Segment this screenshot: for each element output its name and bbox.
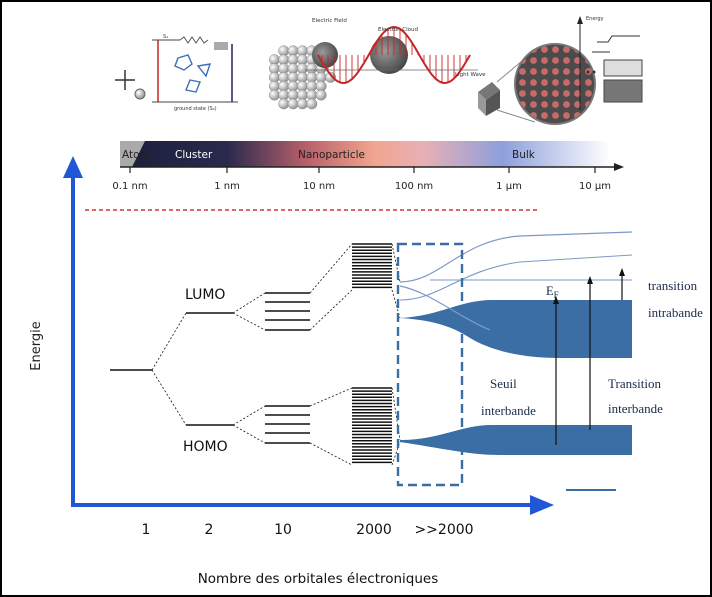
transition-inter-label-2: interbande [608, 401, 663, 416]
scale-tick-label: 0.1 nm [112, 181, 147, 192]
orbital-axis [71, 495, 554, 515]
seuil-label-1: Seuil [490, 376, 517, 391]
valence-band [400, 425, 632, 491]
scale-tick-label: 1 µm [496, 181, 522, 192]
seuil-label-2: interbande [481, 403, 536, 418]
transition-inter-label-1: Transition [608, 376, 661, 391]
transition-intra-label-1: transition [648, 278, 698, 293]
transition-region-frame [396, 242, 464, 487]
scale-tick-label: 10 µm [579, 181, 611, 192]
homo-label: HOMO [183, 439, 228, 455]
x-tick-1: 1 [142, 522, 151, 538]
x-tick-3: 10 [274, 522, 292, 538]
segment-nanoparticle: Nanoparticle [298, 149, 365, 161]
x-tick-5: >>2000 [414, 522, 473, 538]
segment-cluster: Cluster [175, 149, 213, 161]
scale-bar: Atom Cluster Nanoparticle Bulk 0.1 nm 1 n… [112, 141, 624, 192]
nanoparticle-illustration: Electric Field Electron Cloud Light Wave [268, 18, 486, 110]
scale-tick-label: 1 nm [214, 181, 240, 192]
orbital-levels [110, 243, 401, 466]
transition-intra-label-2: intrabande [648, 305, 703, 320]
x-tick-2: 2 [205, 522, 214, 538]
segment-atom: Atom [122, 149, 150, 161]
energy-small-label: Energy [586, 16, 604, 22]
molecule-ground-label: ground state (S₀) [174, 106, 217, 112]
scale-tick-label: 10 nm [303, 181, 335, 192]
x-tick-4: 2000 [356, 522, 392, 538]
molecule-top-label: S₁ [163, 34, 168, 40]
electron-cloud-label: Electron Cloud [378, 27, 418, 33]
transition-arrows [553, 268, 625, 445]
atom-illustration [115, 70, 146, 100]
light-wave-label: Light Wave [455, 72, 486, 78]
molecule-illustration: S₁ ground state (S₀) [148, 30, 242, 112]
bulk-illustration: Energy [478, 16, 643, 125]
fermi-label: EF [546, 284, 559, 300]
conduction-band [399, 231, 633, 358]
x-axis-title: Nombre des orbitales électroniques [198, 571, 439, 587]
scale-tick-label: 100 nm [395, 181, 433, 192]
segment-bulk: Bulk [512, 149, 536, 161]
lumo-label: LUMO [185, 287, 225, 303]
y-axis-label: Energie [29, 321, 44, 370]
energy-axis [63, 156, 83, 505]
electric-field-label: Electric Field [312, 18, 347, 24]
